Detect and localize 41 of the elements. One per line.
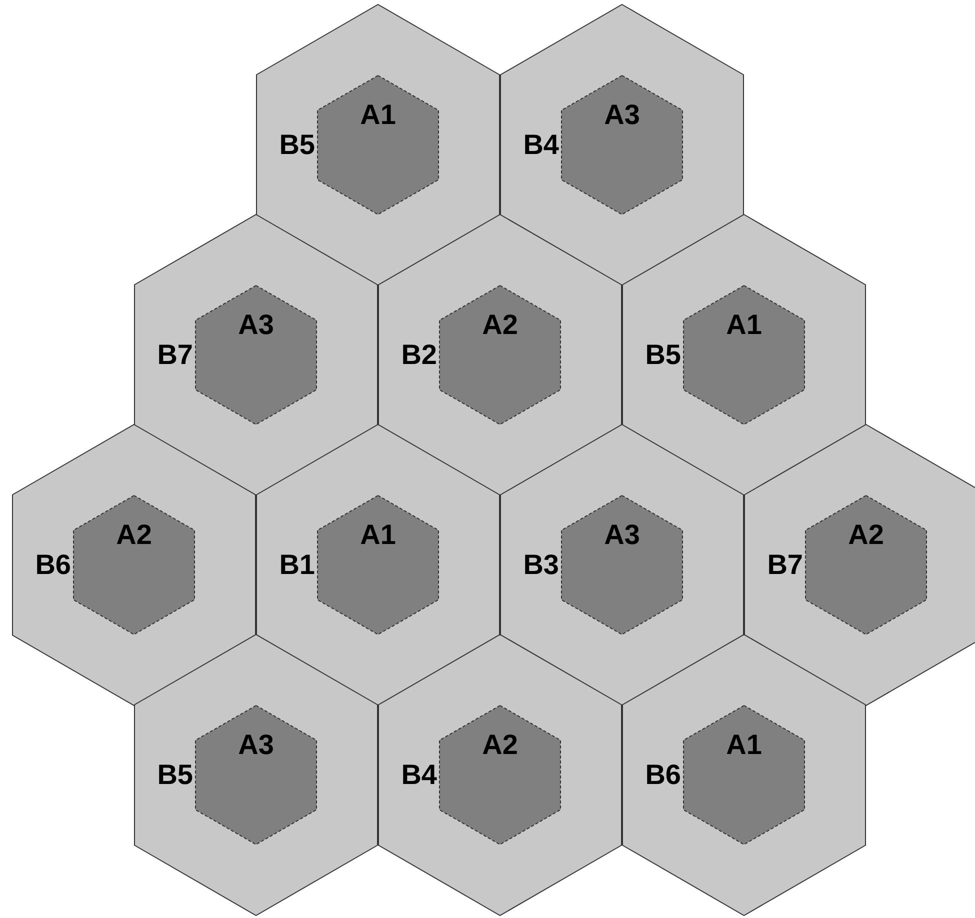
inner-hexagon: [195, 705, 317, 845]
hexagon-cell: [744, 424, 975, 706]
cell-label: B7: [157, 341, 193, 369]
cell-label: B2: [401, 341, 437, 369]
inner-hexagon: [317, 75, 439, 215]
inner-hexagon: [439, 705, 561, 845]
cell-label: B7: [767, 551, 803, 579]
inner-hexagon: [805, 495, 927, 635]
hexagon-cell: [12, 424, 256, 706]
cell-label: A2: [847, 521, 885, 549]
inner-hexagon: [317, 495, 439, 635]
cell-label: B6: [645, 761, 681, 789]
cell-label: A3: [603, 521, 641, 549]
cell-label: A3: [237, 311, 275, 339]
cell-label: B6: [35, 551, 71, 579]
cell-label: B5: [645, 341, 681, 369]
cell-label: A1: [725, 311, 763, 339]
cell-label: A2: [481, 731, 519, 759]
inner-hexagon: [683, 285, 805, 425]
cell-label: B5: [157, 761, 193, 789]
inner-hexagon: [73, 495, 195, 635]
inner-hexagon: [683, 705, 805, 845]
cell-label: A1: [725, 731, 763, 759]
cell-label: B1: [279, 551, 315, 579]
inner-hexagon: [561, 495, 683, 635]
inner-hexagon: [439, 285, 561, 425]
hexagon-cell: [378, 634, 622, 916]
inner-hexagon: [561, 75, 683, 215]
cell-label: B5: [279, 131, 315, 159]
inner-hexagon: [195, 285, 317, 425]
cell-label: A2: [115, 521, 153, 549]
cell-label: A1: [359, 521, 397, 549]
cell-label: A3: [237, 731, 275, 759]
cell-label: B3: [523, 551, 559, 579]
cell-label: A3: [603, 101, 641, 129]
cell-label: B4: [523, 131, 559, 159]
hexagon-cell: [134, 634, 378, 916]
cell-label: B4: [401, 761, 437, 789]
cell-label: A2: [481, 311, 519, 339]
cell-label: A1: [359, 101, 397, 129]
hexagon-cell: [622, 634, 866, 916]
